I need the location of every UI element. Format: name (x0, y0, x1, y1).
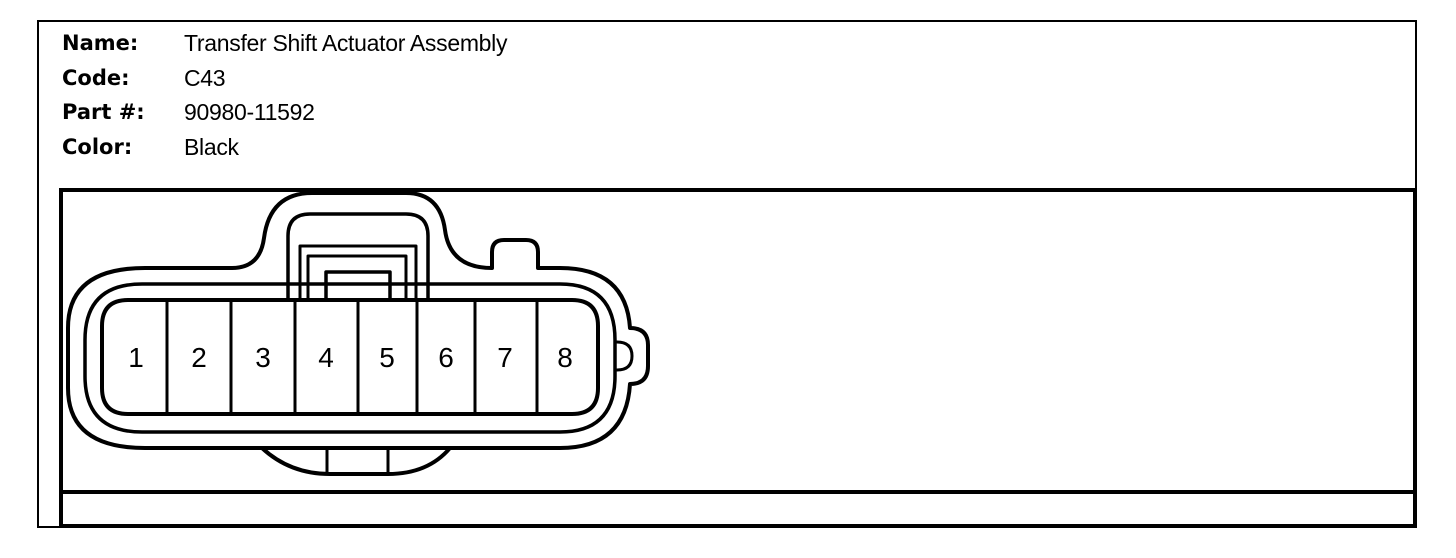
pin-number-3: 3 (255, 342, 271, 373)
code-row: Code: C43 (62, 61, 762, 96)
code-value: C43 (184, 64, 226, 91)
pin-number-7: 7 (497, 342, 513, 373)
connector-side-nub (615, 340, 634, 372)
pin-number-4: 4 (318, 342, 334, 373)
connector-lock-inner (298, 244, 418, 302)
pin-number-5: 5 (379, 342, 395, 373)
color-row: Color: Black (62, 130, 762, 165)
part-label: Part #: (62, 100, 145, 125)
connector-inner-ring (83, 282, 617, 434)
diagram-frame (59, 188, 1417, 528)
connector-pin-face (100, 298, 600, 416)
part-row: Part #: 90980-11592 (62, 95, 762, 130)
name-label: Name: (62, 31, 139, 56)
pin-number-6: 6 (438, 342, 454, 373)
connector-lock-window (324, 270, 392, 302)
diagram-footer-divider (59, 490, 1417, 494)
pin-number-8: 8 (557, 342, 573, 373)
name-row: Name: Transfer Shift Actuator Assembly (62, 26, 762, 61)
color-label: Color: (62, 134, 133, 159)
pin-number-1: 1 (128, 342, 144, 373)
connector-lock-outer (286, 212, 430, 302)
connector-lock-tab (306, 254, 408, 302)
connector-bottom-tab (260, 446, 452, 476)
pin-number-2: 2 (191, 342, 207, 373)
color-value: Black (184, 133, 239, 160)
part-value: 90980-11592 (184, 99, 315, 126)
connector-info: Name: Transfer Shift Actuator Assembly C… (62, 26, 762, 164)
code-label: Code: (62, 65, 130, 90)
name-value: Transfer Shift Actuator Assembly (184, 30, 508, 57)
